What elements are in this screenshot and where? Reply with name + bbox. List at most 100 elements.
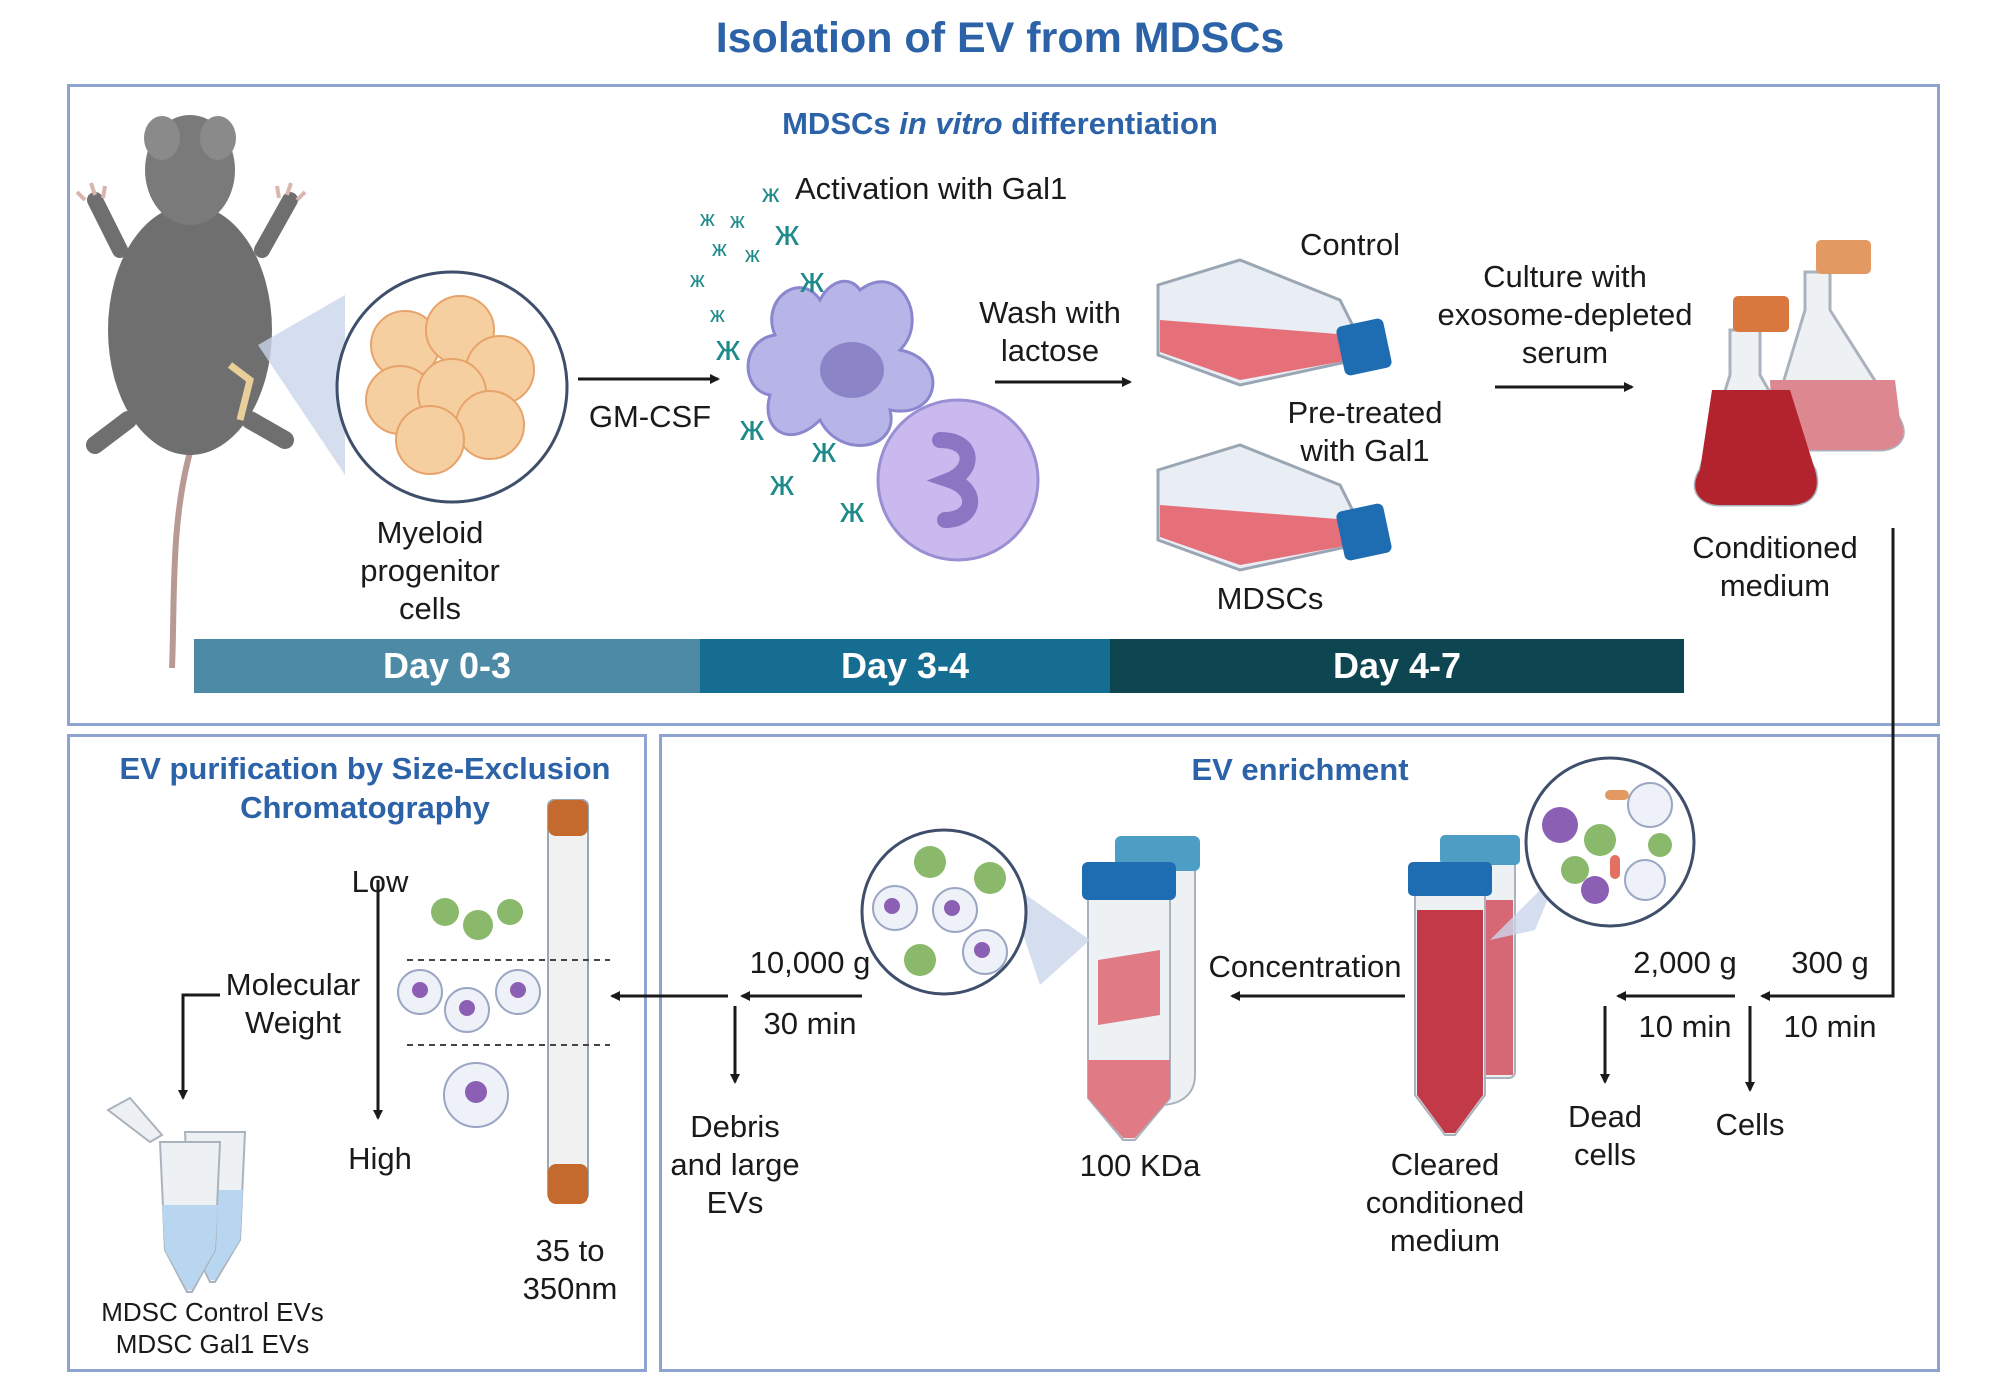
label-line: conditioned: [1365, 1185, 1525, 1220]
connector-arrow: [1760, 528, 1895, 1001]
conditioned-medium-flasks-icon: [1693, 240, 1905, 507]
label-line: Wash with: [979, 295, 1121, 330]
pretreated-label: Pre-treated with Gal1: [1265, 394, 1465, 470]
label-line: exosome-depleted: [1437, 297, 1693, 332]
label-line: medium: [1389, 1223, 1501, 1258]
myeloid-label: Myeloid progenitor cells: [330, 514, 530, 628]
mdscs-label: MDSCs: [1216, 581, 1324, 616]
label-line: Molecular: [225, 967, 361, 1002]
kda-label: 100 KDa: [1079, 1148, 1201, 1183]
label-line: Conditioned: [1692, 530, 1858, 565]
svg-text:ж: ж: [770, 462, 794, 503]
concentration-label: Concentration: [1208, 949, 1402, 984]
wash-label: Wash with lactose: [960, 294, 1140, 370]
control-flask-icon: [1156, 258, 1392, 387]
eppendorf-tubes-icon: [106, 1096, 247, 1293]
g10000-label: 10,000 g: [749, 945, 871, 980]
heading-sec: EV purification by Size-Exclusion Chroma…: [80, 749, 650, 827]
heading-line: Chromatography: [240, 790, 490, 825]
heading-part: differentiation: [1002, 106, 1218, 141]
svg-text:ж: ж: [745, 242, 760, 267]
ev-circle-icon: [860, 828, 1028, 996]
label-line: Weight: [245, 1005, 341, 1040]
activation-label: Activation with Gal1: [795, 171, 1068, 206]
day-bar-4-7: Day 4-7: [1110, 639, 1684, 693]
mouse-icon: [75, 115, 307, 669]
myeloid-cells-circle: [335, 270, 569, 504]
mdsc-flask-icon: [1156, 443, 1392, 572]
conditioned-label: Conditioned medium: [1665, 529, 1885, 605]
label-line: Dead: [1567, 1099, 1643, 1134]
mdsc-cell-icon: [746, 279, 1040, 562]
culture-label: Culture with exosome-depleted serum: [1410, 258, 1720, 372]
cells-label: Cells: [1715, 1107, 1785, 1142]
low-label: Low: [351, 864, 409, 899]
min10-label-a: 10 min: [1783, 1009, 1877, 1044]
svg-text:ж: ж: [716, 327, 740, 368]
label-line: MDSC Gal1 EVs: [115, 1329, 310, 1359]
label-line: 350nm: [522, 1271, 618, 1306]
heading-line: EV purification by Size-Exclusion: [119, 751, 611, 786]
g2000-label: 2,000 g: [1633, 945, 1737, 980]
min30-label: 30 min: [763, 1006, 857, 1041]
svg-text:ж: ж: [740, 407, 764, 448]
svg-text:ж: ж: [730, 208, 745, 233]
label-line: progenitor: [360, 553, 500, 588]
day-bar-3-4: Day 3-4: [700, 639, 1110, 693]
label-line: and large: [670, 1147, 800, 1182]
panel-ev-enrichment: [659, 734, 1940, 1372]
heading-differentiation: MDSCs in vitro differentiation: [700, 106, 1300, 142]
label-line: 35 to: [535, 1233, 605, 1268]
low-mw-particles: [431, 898, 523, 940]
diagram-title: Isolation of EV from MDSCs: [715, 14, 1285, 62]
high-label: High: [348, 1141, 412, 1176]
heading-part: MDSCs: [782, 106, 900, 141]
control-label: Control: [1300, 227, 1400, 262]
panel-differentiation: [67, 84, 1940, 726]
label-line: Culture with: [1483, 259, 1647, 294]
dead-cells-label: Dead cells: [1555, 1098, 1655, 1174]
g300-label: 300 g: [1791, 945, 1869, 980]
vesicle-mix-circle: [1524, 756, 1696, 928]
cleared-medium-label: Cleared conditioned medium: [1350, 1146, 1540, 1260]
svg-text:ж: ж: [712, 236, 727, 261]
tubes-label: MDSC Control EVs MDSC Gal1 EVs: [80, 1296, 345, 1360]
size-range-label: 35 to 350nm: [505, 1232, 635, 1308]
ev-particles: [397, 969, 541, 1128]
gmcsf-label: GM-CSF: [588, 399, 712, 434]
gal1-molecules: ж ж ж ж ж ж ж ж ж ж ж ж ж ж: [690, 178, 864, 530]
label-line: lactose: [1000, 333, 1100, 368]
svg-text:ж: ж: [700, 206, 715, 231]
label-line: with Gal1: [1300, 433, 1430, 468]
svg-text:ж: ж: [690, 267, 705, 292]
day-bar-0-3: Day 0-3: [194, 639, 700, 693]
svg-text:ж: ж: [775, 212, 799, 253]
debris-label: Debris and large EVs: [650, 1108, 820, 1222]
label-line: cells: [1573, 1137, 1636, 1172]
svg-text:ж: ж: [812, 429, 836, 470]
mw-label: Molecular Weight: [218, 966, 368, 1042]
label-line: Myeloid: [376, 515, 484, 550]
filter-tubes-icon: [1082, 836, 1200, 1141]
svg-text:ж: ж: [710, 302, 725, 327]
panel-sec-purification: [67, 734, 647, 1372]
label-line: Pre-treated: [1287, 395, 1443, 430]
label-line: EVs: [706, 1185, 764, 1220]
label-line: Cleared: [1390, 1147, 1500, 1182]
min10-label-b: 10 min: [1638, 1009, 1732, 1044]
zoom-cone: [258, 295, 345, 475]
to-tubes-arrow: [178, 993, 220, 1100]
label-line: cells: [398, 591, 461, 626]
sec-column-icon: [547, 799, 589, 1204]
svg-text:ж: ж: [800, 259, 824, 300]
svg-text:ж: ж: [762, 178, 780, 208]
heading-italic-part: in vitro: [899, 106, 1003, 141]
label-line: Debris: [690, 1109, 780, 1144]
svg-text:ж: ж: [840, 489, 864, 530]
label-line: MDSC Control EVs: [101, 1297, 324, 1327]
heading-enrichment: EV enrichment: [1191, 752, 1409, 787]
label-line: medium: [1719, 568, 1831, 603]
label-line: serum: [1521, 335, 1609, 370]
cleared-medium-tubes-icon: [1408, 835, 1520, 1136]
